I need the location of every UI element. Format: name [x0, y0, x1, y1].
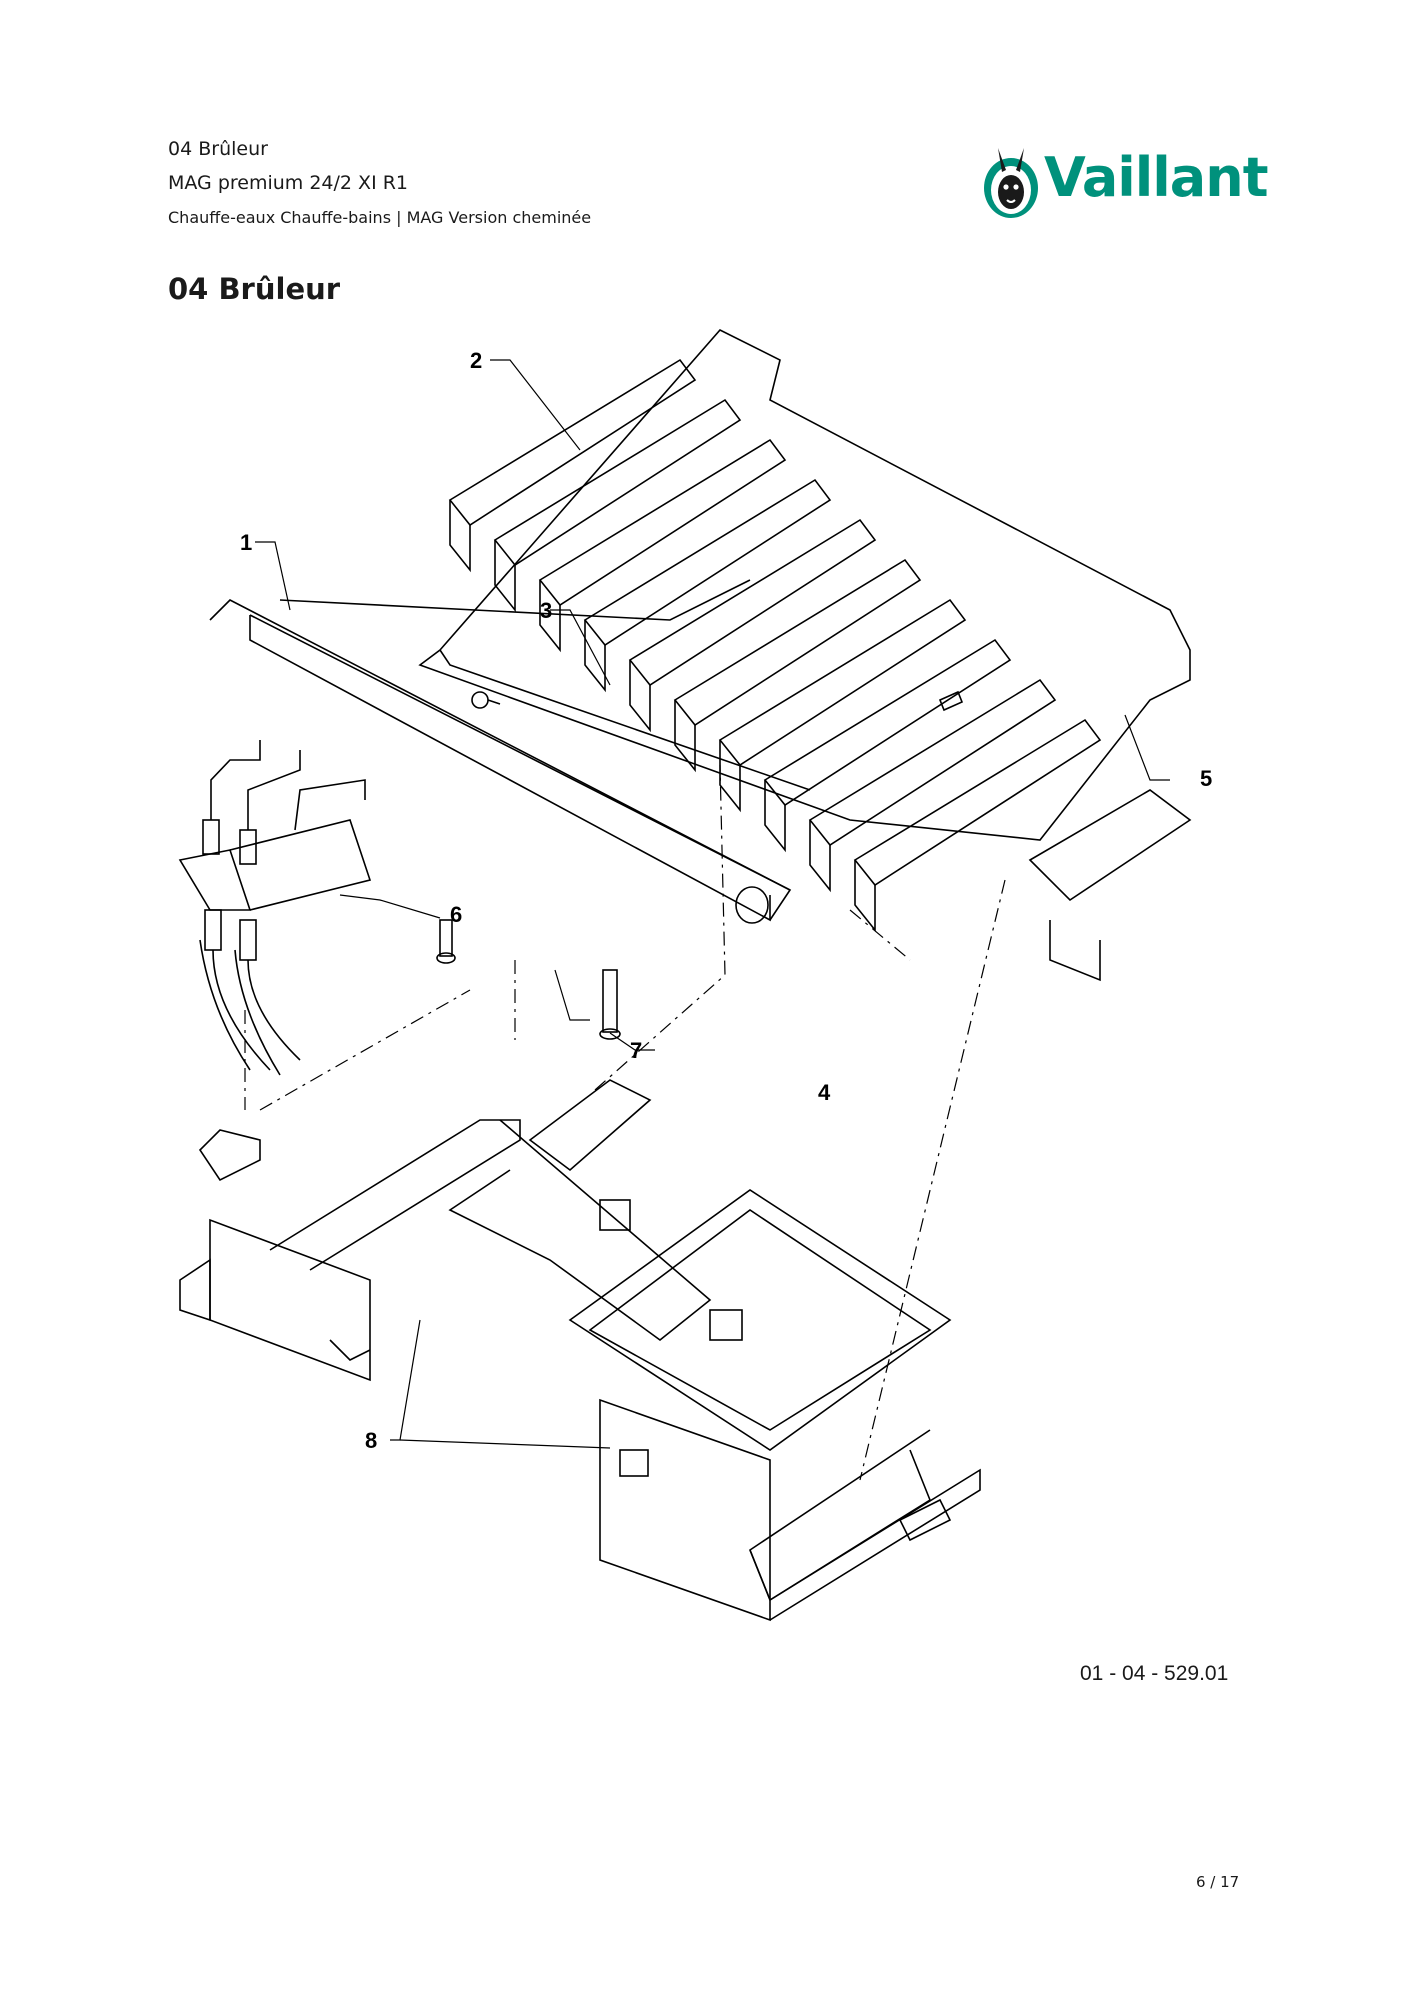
- section-title: 04 Brûleur: [168, 272, 341, 306]
- gas-manifold-tube: [209, 579, 792, 924]
- callout-8: 8: [365, 1428, 377, 1453]
- callout-6: 6: [450, 902, 462, 927]
- page-number: 6 / 17: [1196, 1873, 1240, 1891]
- vaillant-logo: Vaillant: [980, 142, 1269, 222]
- callout-7: 7: [630, 1038, 642, 1063]
- callout-4: 4: [818, 1080, 831, 1105]
- callout-3: 3: [540, 598, 552, 623]
- callout-2: 2: [470, 348, 482, 373]
- drawing-reference-number: 01 - 04 - 529.01: [1080, 1662, 1229, 1685]
- header-product-name: MAG premium 24/2 XI R1: [168, 172, 408, 194]
- exploded-parts-diagram: 1 2 3 4 5 6 7 8: [178, 329, 1212, 1622]
- burner-tray-assembly: [418, 329, 1192, 982]
- hare-logo-icon: [984, 148, 1038, 218]
- callout-1: 1: [240, 530, 252, 555]
- assembly-guide-lines: [244, 764, 1006, 1481]
- lower-shield-right: [568, 1189, 981, 1622]
- lower-shield-left: [179, 1079, 712, 1382]
- brand-name: Vaillant: [1044, 146, 1269, 209]
- header-category: Chauffe-eaux Chauffe-bains | MAG Version…: [168, 208, 592, 227]
- burner-ramps: [448, 358, 1102, 933]
- header-line-1: 04 Brûleur: [168, 138, 268, 160]
- screw-3: [471, 691, 501, 709]
- ignition-electrode: [178, 740, 372, 1076]
- screw-4: [599, 969, 621, 1040]
- leader-lines: [255, 359, 1170, 1449]
- screw-5: [938, 690, 964, 712]
- callout-5: 5: [1200, 766, 1212, 791]
- screw-7: [436, 919, 456, 964]
